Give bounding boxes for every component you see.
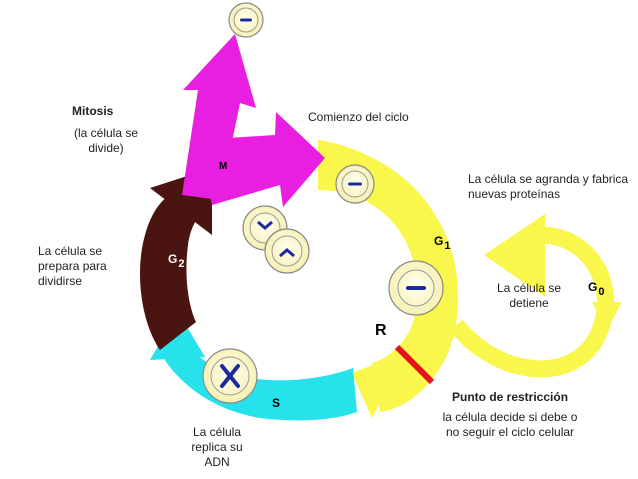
restriction-point-mark <box>394 344 435 385</box>
phase-g0-label: G0 <box>588 280 605 298</box>
daughter-cell <box>228 2 264 38</box>
g0-loop <box>449 226 614 378</box>
g2-phase-arc <box>140 193 205 350</box>
mitosis-cell-lower <box>264 228 310 274</box>
s-phase-arc <box>160 335 357 421</box>
mitosis-description: (la célula se divide) <box>73 126 139 155</box>
g1-grown-cell <box>388 260 444 316</box>
cell-grows-label: La célula se agranda y fabrica nuevas pr… <box>468 172 629 201</box>
g1-phase-arc <box>318 140 459 412</box>
cell-prepares-label: La célula se prepara para dividirse <box>38 244 107 288</box>
dna-replication-label: La célula replica su ADN <box>191 425 243 469</box>
s-phase-cell <box>202 348 258 404</box>
g0-loop-arrowhead <box>484 214 545 297</box>
g0-return-arrowhead <box>592 302 622 330</box>
phase-g2-label: G2 <box>168 252 185 270</box>
phase-g1-label: G1 <box>434 234 451 252</box>
restriction-point-description: la célula decide si debe o no seguir el … <box>442 410 578 439</box>
mitosis-title: Mitosis <box>72 104 114 118</box>
restriction-point-title: Punto de restricción <box>452 390 569 404</box>
g1-arrowhead <box>352 352 407 418</box>
phase-m-label: M <box>219 161 228 172</box>
m-phase-arrow-right <box>198 112 325 207</box>
cycle-start-label: Comienzo del ciclo <box>308 110 409 124</box>
cell-stops-label: La célula se detiene <box>496 281 562 310</box>
m-phase-arrow-up <box>182 34 256 200</box>
restriction-r-label: R <box>375 322 387 339</box>
g1-early-cell <box>335 164 375 204</box>
phase-s-label: S <box>272 396 281 410</box>
